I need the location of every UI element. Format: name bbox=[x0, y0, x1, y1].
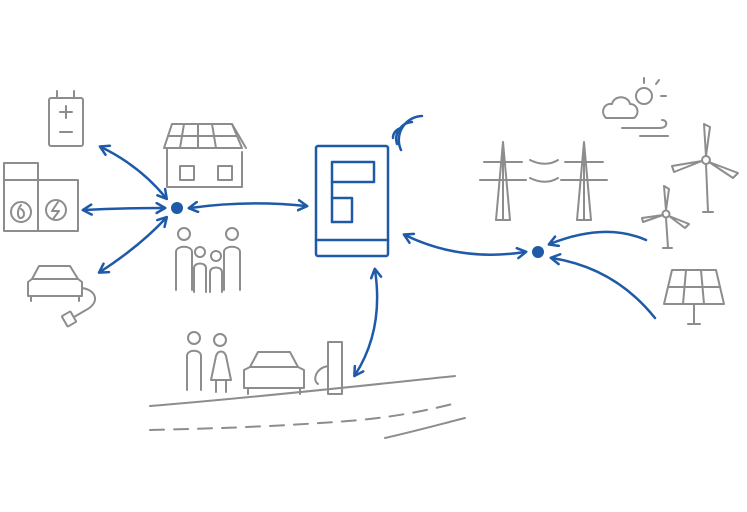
arrow-wind-grid bbox=[547, 230, 648, 248]
arrow-hub-car bbox=[97, 215, 169, 274]
arrow-hub-storage bbox=[81, 201, 167, 216]
arrow-solar-grid bbox=[549, 252, 657, 320]
grid-hub-dot-icon bbox=[532, 246, 544, 258]
weather-icon bbox=[602, 77, 669, 137]
electric-car-icon bbox=[27, 265, 96, 328]
arrow-meter-charging bbox=[353, 267, 383, 378]
pylon-icon bbox=[479, 141, 608, 221]
solar-house-icon bbox=[163, 123, 247, 188]
arrow-hub-meter bbox=[187, 199, 309, 214]
battery-icon bbox=[48, 90, 84, 147]
solar-panel-icon bbox=[663, 269, 725, 325]
road-icon bbox=[149, 375, 466, 439]
heat-storage-icon bbox=[3, 162, 79, 232]
arrow-hub-battery bbox=[98, 144, 169, 201]
arrow-meter-grid bbox=[402, 232, 528, 260]
family-icon bbox=[175, 227, 241, 293]
public-charging-icon bbox=[186, 331, 343, 395]
wind-turbine-icon bbox=[641, 123, 739, 249]
home-hub-dot-icon bbox=[171, 202, 183, 214]
smart-meter-icon bbox=[314, 114, 424, 258]
